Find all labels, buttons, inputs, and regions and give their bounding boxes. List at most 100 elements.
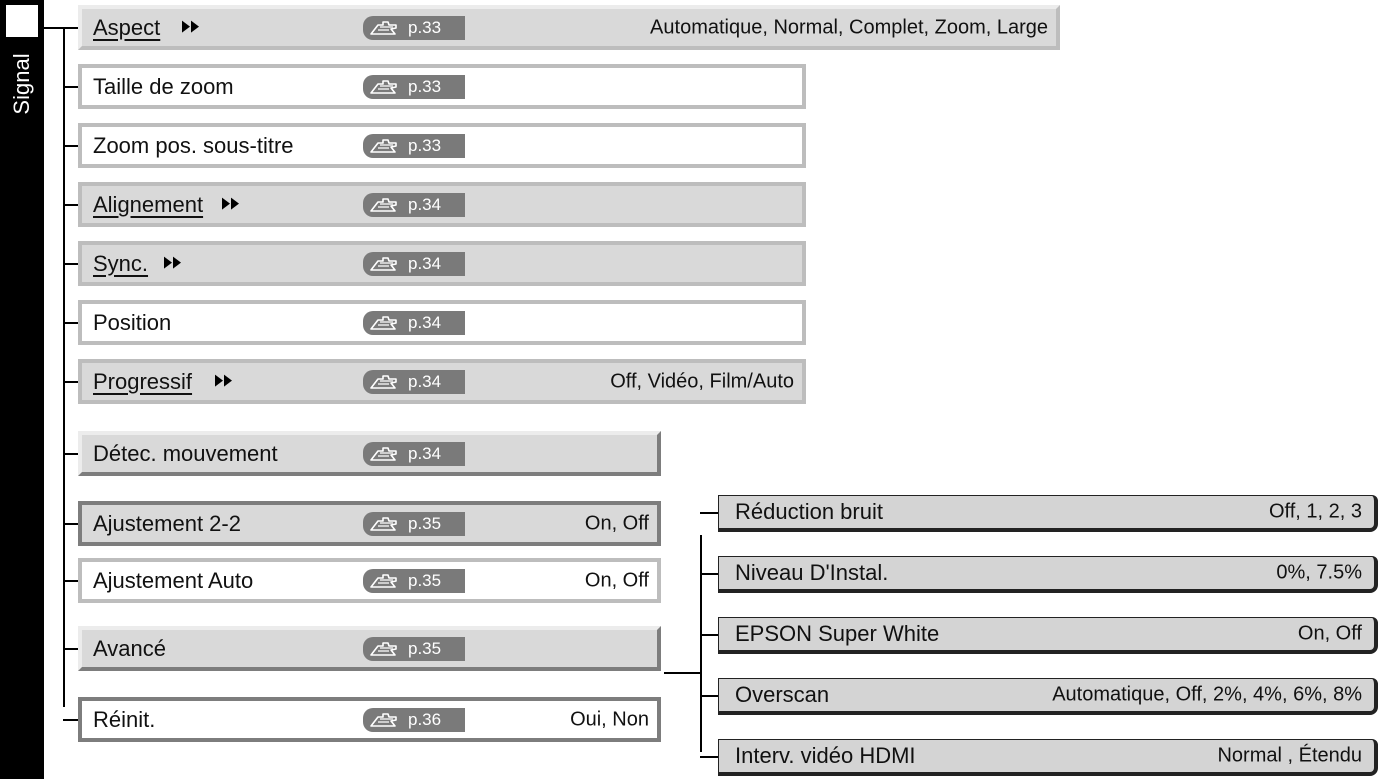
page-reference-badge[interactable]: p.35: [363, 512, 465, 536]
page-reference-badge[interactable]: p.35: [363, 569, 465, 593]
menu-item-label: Zoom pos. sous-titre: [93, 132, 294, 158]
tree-line: [63, 145, 81, 147]
menu-item-label: Progressif: [93, 368, 193, 394]
tree-line: [63, 322, 81, 324]
menu-item[interactable]: Avancé p.35: [78, 626, 661, 671]
tree-line: [63, 523, 81, 525]
tree-line: [63, 263, 81, 265]
menu-item-label: Position: [93, 309, 172, 335]
signal-sidebar: Signal: [0, 0, 44, 779]
page-reference-text: p.33: [408, 136, 442, 155]
menu-item-label: Aspect: [93, 14, 161, 40]
page-reference-badge[interactable]: p.34: [363, 442, 465, 466]
page-reference-badge[interactable]: p.34: [363, 252, 465, 276]
menu-item-values: Automatique, Normal, Complet, Zoom, Larg…: [650, 16, 1048, 38]
menu-item-label: Réinit.: [93, 706, 156, 732]
submenu-item[interactable]: Overscan Automatique, Off, 2%, 4%, 6%, 8%: [718, 678, 1378, 715]
sidebar-marker: [6, 5, 38, 37]
tree-line: [700, 573, 718, 575]
double-arrow-icon: [215, 374, 232, 387]
tree-line: [63, 580, 81, 582]
tree-line: [700, 512, 718, 514]
submenu-item-values: Off, 1, 2, 3: [1268, 500, 1362, 523]
menu-item[interactable]: Sync. p.34: [78, 241, 806, 286]
submenu-item[interactable]: Réduction bruit Off, 1, 2, 3: [718, 495, 1378, 532]
tree-line: [664, 672, 700, 674]
hand-pointer-icon: [370, 139, 397, 153]
menu-item[interactable]: Ajustement Auto p.35 On, Off: [78, 558, 661, 603]
menu-item-label: Avancé: [93, 635, 166, 661]
page-reference-text: p.33: [408, 77, 442, 96]
menu-item-values: Off, Vidéo, Film/Auto: [610, 370, 794, 392]
menu-item-label: Taille de zoom: [93, 73, 234, 99]
menu-item-values: On, Off: [584, 512, 649, 534]
double-arrow-icon: [222, 197, 239, 210]
menu-item-label: Sync.: [93, 250, 149, 276]
hand-pointer-icon: [370, 517, 397, 531]
submenu-item-label: Réduction bruit: [735, 499, 883, 524]
page-reference-text: p.34: [408, 195, 442, 214]
page-reference-text: p.34: [408, 372, 442, 391]
page-reference-text: p.35: [408, 571, 442, 590]
menu-item[interactable]: Zoom pos. sous-titre p.33: [78, 123, 806, 168]
menu-item-label: Ajustement Auto: [93, 567, 254, 593]
page-reference-badge[interactable]: p.33: [363, 16, 465, 40]
submenu-item-label: EPSON Super White: [735, 621, 940, 646]
menu-item-values: Oui, Non: [570, 708, 649, 730]
hand-pointer-icon: [370, 713, 397, 727]
tree-line: [63, 27, 81, 29]
menu-item[interactable]: Taille de zoom p.33: [78, 64, 806, 109]
hand-pointer-icon: [370, 447, 397, 461]
submenu-item-label: Niveau D'Instal.: [735, 560, 889, 585]
submenu-item-values: Automatique, Off, 2%, 4%, 6%, 8%: [1052, 683, 1362, 706]
hand-pointer-icon: [370, 574, 397, 588]
hand-pointer-icon: [370, 80, 397, 94]
tree-line: [63, 453, 81, 455]
submenu-item-values: On, Off: [1297, 622, 1362, 645]
submenu-item-label: Interv. vidéo HDMI: [735, 743, 916, 768]
page-reference-badge[interactable]: p.33: [363, 134, 465, 158]
hand-pointer-icon: [370, 21, 397, 35]
hand-pointer-icon: [370, 375, 397, 389]
tree-line: [63, 27, 65, 707]
tree-line: [700, 535, 702, 752]
tree-line: [700, 756, 718, 758]
double-arrow-icon: [164, 256, 181, 269]
tree-line: [63, 719, 81, 721]
submenu-item[interactable]: Niveau D'Instal.0%, 7.5%: [718, 556, 1378, 593]
menu-item[interactable]: Progressif p.34 Off, Vidéo, Film/Auto: [78, 359, 806, 404]
menu-item-label: Détec. mouvement: [93, 440, 278, 466]
page-reference-badge[interactable]: p.34: [363, 370, 465, 394]
tree-line: [700, 634, 718, 636]
submenu-item[interactable]: Interv. vidéo HDMI Normal , Étendu: [718, 739, 1378, 776]
menu-item[interactable]: Réinit. p.36 Oui, Non: [78, 697, 661, 742]
page-reference-badge[interactable]: p.35: [363, 637, 465, 661]
tree-line: [700, 695, 718, 697]
hand-pointer-icon: [370, 198, 397, 212]
hand-pointer-icon: [370, 316, 397, 330]
menu-item[interactable]: Détec. mouvement p.34: [78, 431, 661, 476]
page-reference-badge[interactable]: p.34: [363, 193, 465, 217]
submenu-item-values: Normal , Étendu: [1217, 744, 1362, 767]
page-reference-text: p.34: [408, 313, 442, 332]
submenu-item-label: Overscan: [735, 682, 830, 707]
hand-pointer-icon: [370, 257, 397, 271]
tree-line: [63, 648, 81, 650]
page-reference-badge[interactable]: p.36: [363, 708, 465, 732]
submenu-item[interactable]: EPSON Super White On, Off: [718, 617, 1378, 654]
menu-item-values: On, Off: [584, 569, 649, 591]
page-reference-text: p.35: [408, 639, 442, 658]
sidebar-label: Signal: [9, 53, 34, 115]
page-reference-text: p.34: [408, 444, 442, 463]
page-reference-badge[interactable]: p.33: [363, 75, 465, 99]
menu-item[interactable]: Position p.34: [78, 300, 806, 345]
tree-line: [63, 204, 81, 206]
page-reference-badge[interactable]: p.34: [363, 311, 465, 335]
menu-item[interactable]: Aspect p.33 Automatique, Normal, Complet, …: [78, 5, 1060, 50]
tree-line: [63, 381, 81, 383]
page-reference-text: p.33: [408, 18, 442, 37]
double-arrow-icon: [182, 20, 199, 33]
page-reference-text: p.34: [408, 254, 442, 273]
